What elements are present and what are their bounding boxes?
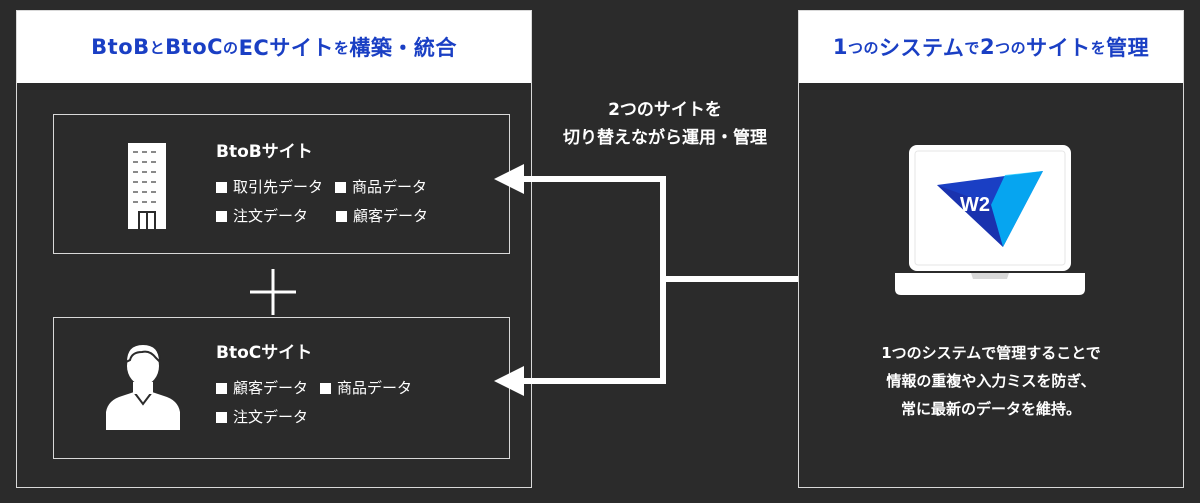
title-part: つの	[848, 38, 880, 57]
title-part: つの	[995, 38, 1027, 57]
logo-text: W2	[960, 194, 990, 216]
square-bullet-icon	[335, 182, 347, 193]
list-item: 顧客データ	[336, 202, 428, 231]
b2c-site-title: BtoCサイト	[216, 343, 313, 363]
list-item: 注文データ	[216, 202, 308, 231]
title-part: を	[1090, 38, 1107, 57]
switch-operation-label: 2つのサイトを 切り替えながら運用・管理	[563, 100, 767, 148]
plus-icon	[250, 269, 296, 315]
list-item: 取引先データ	[216, 173, 323, 202]
title-part: ECサイト	[238, 36, 334, 60]
square-bullet-icon	[216, 182, 227, 193]
list-item: 顧客データ	[216, 374, 308, 403]
title-part: の	[223, 38, 239, 57]
square-bullet-icon	[336, 211, 348, 222]
square-bullet-icon	[216, 383, 227, 394]
list-item: 注文データ	[216, 403, 308, 432]
w2-logo-icon	[937, 171, 1043, 247]
description: 1つのシステムで管理することで 情報の重複や入力ミスを防ぎ、 常に最新のデータを…	[881, 344, 1101, 418]
title-part: 管理	[1106, 36, 1150, 60]
title-part: BtoC	[165, 35, 224, 59]
square-bullet-icon	[216, 211, 227, 222]
square-bullet-icon	[216, 412, 227, 423]
title-part: 2	[979, 35, 996, 59]
title-part: で	[964, 38, 980, 57]
title-part: 構築・統合	[349, 36, 457, 60]
b2b-site-title: BtoBサイト	[216, 142, 313, 162]
title-part: サイト	[1026, 36, 1091, 60]
list-item: 商品データ	[320, 374, 412, 403]
square-bullet-icon	[320, 383, 332, 394]
title-part: BtoB	[91, 35, 150, 59]
b2c-data-list: 顧客データ商品データ 注文データ	[216, 374, 424, 432]
title-part: を	[333, 38, 350, 57]
title-part: 1	[832, 35, 849, 59]
arrow-left-icon	[494, 366, 524, 396]
b2c-site-box: BtoCサイト 顧客データ商品データ 注文データ	[53, 317, 510, 459]
list-item: 商品データ	[335, 173, 427, 202]
laptop-icon: W2	[895, 145, 1085, 295]
title-part: と	[149, 38, 166, 57]
title-part: システム	[879, 36, 965, 60]
person-icon	[106, 342, 180, 430]
b2b-data-list: 取引先データ商品データ 注文データ顧客データ	[216, 173, 440, 231]
b2b-site-box: BtoBサイト 取引先データ商品データ 注文データ顧客データ	[53, 114, 510, 254]
building-icon	[128, 143, 166, 229]
arrow-left-icon	[494, 164, 524, 194]
